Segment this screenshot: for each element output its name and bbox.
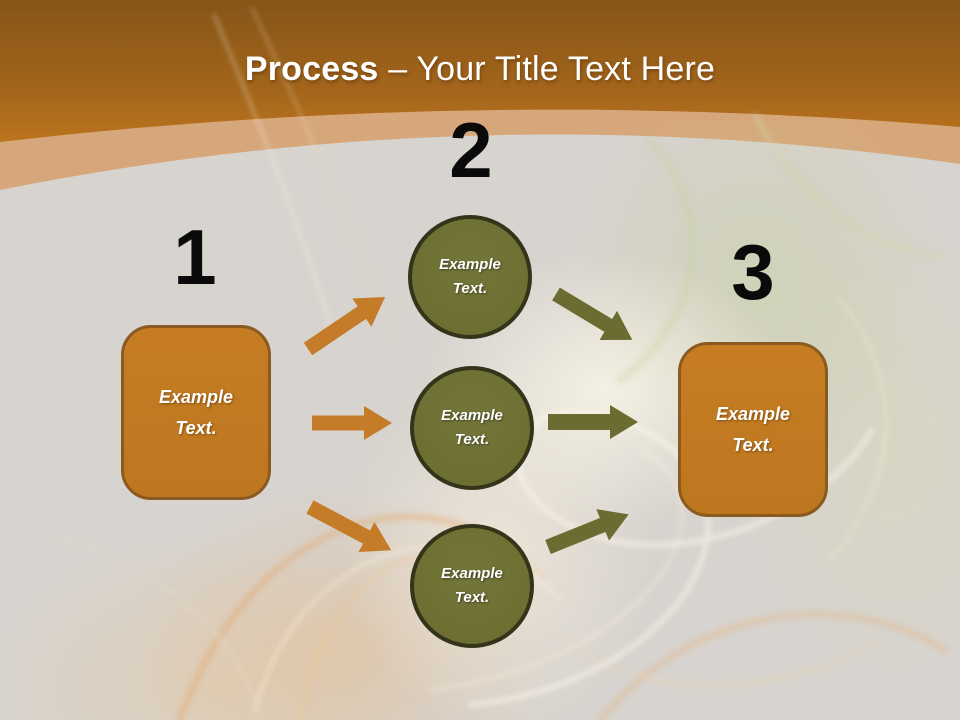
process-circle-bottom: Example Text. <box>410 524 534 648</box>
process-circle-middle-label: Example Text. <box>441 407 503 448</box>
process-box-left: Example Text. <box>121 325 271 500</box>
process-box-left-label: Example Text. <box>158 386 234 438</box>
step-number-3: 3 <box>731 228 775 316</box>
page-title: Process – Your Title Text Here <box>0 50 960 89</box>
step-number-2: 2 <box>449 106 493 194</box>
page-title-emphasis: Process <box>244 50 379 88</box>
process-box-right: Example Text. <box>678 342 828 517</box>
process-box-right-label: Example Text. <box>715 403 791 455</box>
process-circle-bottom-label: Example Text. <box>441 565 503 606</box>
process-circle-top-label: Example Text. <box>439 256 501 297</box>
page-title-rest: – Your Title Text Here <box>378 50 716 88</box>
process-circle-top: Example Text. <box>408 215 532 339</box>
step-number-1: 1 <box>173 213 217 301</box>
process-circle-middle: Example Text. <box>410 366 534 490</box>
